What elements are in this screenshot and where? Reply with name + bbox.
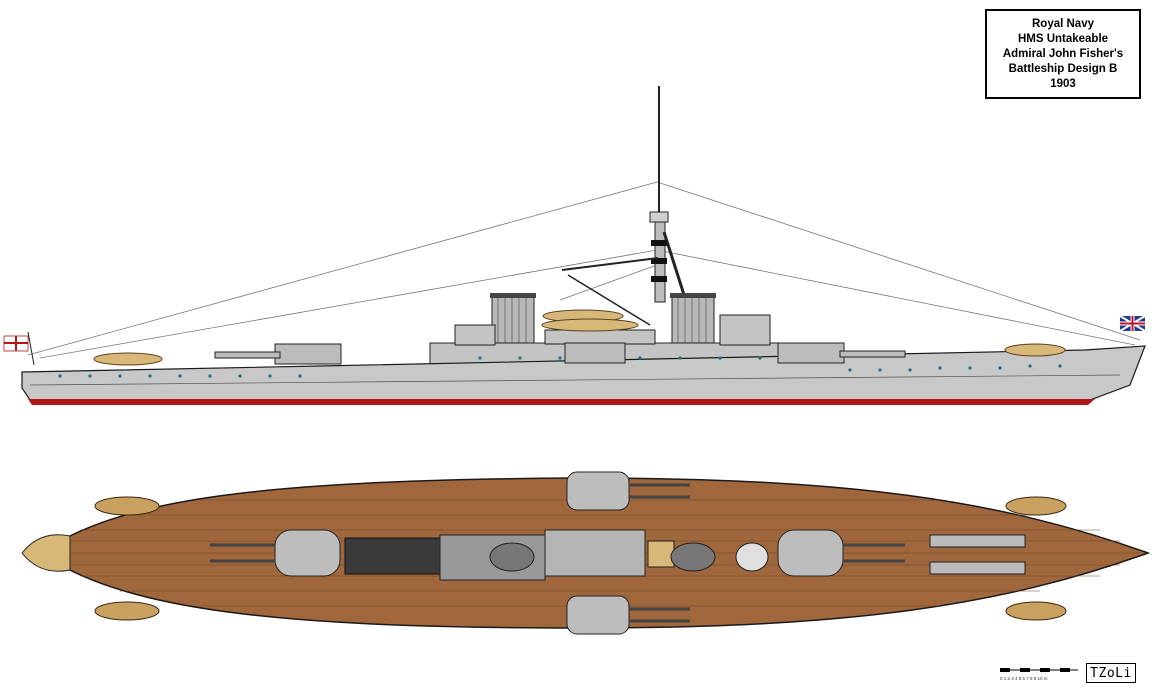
white-ensign-icon: [3, 331, 35, 366]
artist-signature: TZoLi: [1086, 663, 1136, 683]
central-superstructure: [344, 529, 1026, 581]
funnels: [490, 293, 716, 344]
portholes: [58, 356, 1062, 378]
title-design: Battleship Design B: [1008, 62, 1118, 75]
rigging-wires: [27, 181, 1141, 359]
title-year: 1903: [1050, 77, 1076, 90]
side-profile: [3, 86, 1146, 405]
title-designer: Admiral John Fisher's: [1002, 47, 1124, 60]
scale-bar: [1000, 668, 1078, 672]
plan-view: [21, 471, 1151, 635]
union-jack-icon: [1119, 315, 1146, 332]
midship-boats: [541, 309, 639, 332]
gun-barrels: [210, 483, 905, 623]
boot-topping: [28, 399, 1095, 405]
end-boats: [93, 343, 1066, 366]
title-navy: Royal Navy: [1031, 17, 1094, 30]
turrets-plan: [274, 471, 844, 635]
scale-label: 0 1 2 3 4 5 6 7 8 9 10 m: [1000, 676, 1048, 681]
title-block: Royal Navy HMS Untakeable Admiral John F…: [985, 9, 1141, 99]
plan-boats: [94, 496, 1067, 621]
title-ship-name: HMS Untakeable: [1017, 32, 1109, 45]
turrets-side: [214, 342, 906, 365]
stern-cap: [21, 534, 71, 572]
